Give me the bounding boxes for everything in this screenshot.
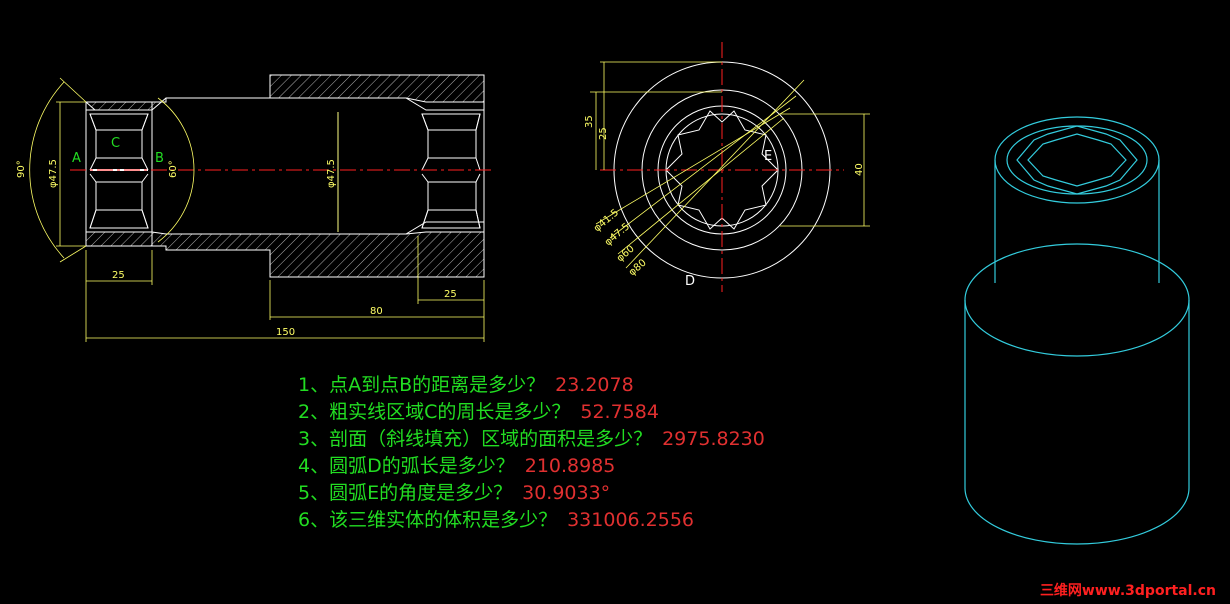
- question-4-answer: 210.8985: [524, 455, 616, 477]
- question-4-text: 4、圆弧D的弧长是多少？: [298, 455, 515, 477]
- label-arc-e: E: [764, 149, 772, 164]
- dim-len-80: 80: [370, 306, 383, 317]
- dim-len-25-left: 25: [112, 270, 125, 281]
- question-1: 1、点A到点B的距离是多少？ 23.2078: [298, 372, 765, 399]
- label-arc-d: D: [685, 274, 695, 289]
- question-6: 6、该三维实体的体积是多少？ 331006.2556: [298, 507, 765, 534]
- question-3-answer: 2975.8230: [662, 428, 765, 450]
- dim-angle-60: 60°: [168, 160, 179, 178]
- question-2: 2、粗实线区域C的周长是多少？ 52.7584: [298, 399, 765, 426]
- section-view: 90° φ47.5 60° φ47.5 25 25 80 150 A B C: [16, 74, 492, 342]
- dim-len-150: 150: [276, 327, 295, 338]
- question-6-answer: 331006.2556: [567, 509, 695, 531]
- dim-dia-60: φ60: [615, 243, 637, 264]
- dim-dia-47-5-mid: φ47.5: [326, 159, 337, 188]
- dim-angle-90: 90°: [16, 160, 27, 178]
- section-hatch: [84, 74, 485, 278]
- end-view: 35 25 40 φ41.5 φ47.5 φ60 φ80 D E: [584, 42, 870, 292]
- question-3: 3、剖面（斜线填充）区域的面积是多少？ 2975.8230: [298, 426, 765, 453]
- label-point-b: B: [155, 151, 164, 166]
- watermark: 三维网www.3dportal.cn: [1039, 583, 1216, 599]
- end-view-leaders: [590, 61, 870, 269]
- question-1-text: 1、点A到点B的距离是多少？: [298, 374, 546, 396]
- question-2-text: 2、粗实线区域C的周长是多少？: [298, 401, 571, 423]
- dim-40: 40: [854, 163, 865, 176]
- end-view-centerlines: [600, 42, 844, 292]
- label-point-a: A: [72, 151, 81, 166]
- question-3-text: 3、剖面（斜线填充）区域的面积是多少？: [298, 428, 653, 450]
- question-5-text: 5、圆弧E的角度是多少？: [298, 482, 513, 504]
- dim-len-25-right: 25: [444, 289, 457, 300]
- dim-dia-80: φ80: [627, 257, 649, 278]
- question-4: 4、圆弧D的弧长是多少？ 210.8985: [298, 453, 765, 480]
- dim-dia-47-5-left: φ47.5: [48, 159, 59, 188]
- right-socket: [421, 113, 481, 229]
- question-1-answer: 23.2078: [555, 374, 634, 396]
- question-6-text: 6、该三维实体的体积是多少？: [298, 509, 558, 531]
- label-region-c: C: [111, 136, 120, 151]
- question-5: 5、圆弧E的角度是多少？ 30.9033°: [298, 480, 765, 507]
- left-socket: [89, 113, 149, 229]
- solid-3d-view: [964, 116, 1190, 545]
- question-list: 1、点A到点B的距离是多少？ 23.2078 2、粗实线区域C的周长是多少？ 52.…: [298, 372, 765, 534]
- dim-25: 25: [598, 127, 609, 140]
- dim-35: 35: [584, 115, 595, 128]
- section-dimensions: [29, 77, 485, 342]
- question-2-answer: 52.7584: [580, 401, 659, 423]
- question-5-answer: 30.9033°: [522, 482, 611, 504]
